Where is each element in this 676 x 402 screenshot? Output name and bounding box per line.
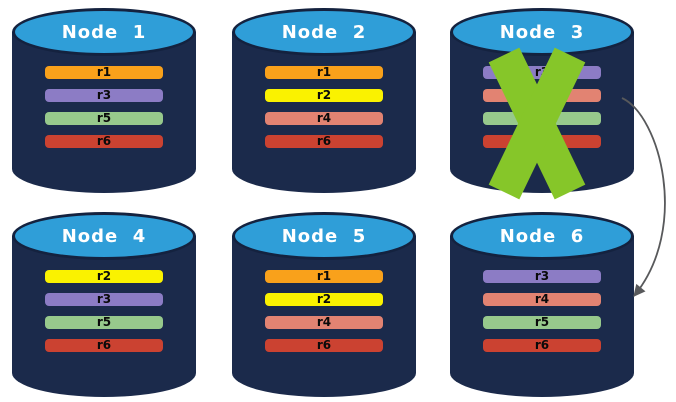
node-6: Node 6 r3 r4 r5 r6: [450, 212, 634, 397]
node-6-cylinder-top: Node 6: [450, 212, 634, 260]
replica-bar-r4: r4: [265, 112, 383, 125]
node-1-title: Node 1: [61, 22, 147, 43]
replica-bar-r6: r6: [45, 135, 163, 148]
replica-bar-r2: r2: [265, 293, 383, 306]
node-3-title: Node 3: [499, 22, 585, 43]
replica-bar-r1: r1: [265, 66, 383, 79]
node-1-replicas: r1 r3 r5 r6: [45, 66, 163, 158]
replica-bar-r3: r3: [45, 89, 163, 102]
replica-bar-r6: r6: [45, 339, 163, 352]
replica-bar-r2: r2: [45, 270, 163, 283]
replica-bar-r5: r5: [483, 316, 601, 329]
replica-bar-r2: r2: [265, 89, 383, 102]
node-2: Node 2 r1 r2 r4 r6: [232, 8, 416, 193]
node-2-title: Node 2: [281, 22, 367, 43]
node-1-cylinder-top: Node 1: [12, 8, 196, 56]
node-1: Node 1 r1 r3 r5 r6: [12, 8, 196, 193]
node-4-title: Node 4: [61, 226, 147, 247]
replica-bar-r3: r3: [483, 270, 601, 283]
node-5-cylinder-top: Node 5: [232, 212, 416, 260]
node-6-title: Node 6: [499, 226, 585, 247]
replica-bar-r5: r5: [45, 112, 163, 125]
node-5: Node 5 r1 r2 r4 r6: [232, 212, 416, 397]
failover-arrow: [621, 97, 666, 297]
failure-x-icon: [488, 47, 586, 200]
node-5-title: Node 5: [281, 226, 367, 247]
replica-bar-r6: r6: [483, 339, 601, 352]
node-6-replicas: r3 r4 r5 r6: [483, 270, 601, 362]
node-5-replicas: r1 r2 r4 r6: [265, 270, 383, 362]
node-4: Node 4 r2 r3 r5 r6: [12, 212, 196, 397]
replica-bar-r6: r6: [265, 339, 383, 352]
node-3-cylinder-top: Node 3: [450, 8, 634, 56]
replica-bar-r3: r3: [45, 293, 163, 306]
node-4-cylinder-top: Node 4: [12, 212, 196, 260]
node-4-replicas: r2 r3 r5 r6: [45, 270, 163, 362]
replica-bar-r4: r4: [265, 316, 383, 329]
replica-bar-r1: r1: [265, 270, 383, 283]
replica-bar-r1: r1: [45, 66, 163, 79]
replica-bar-r6: r6: [265, 135, 383, 148]
node-2-cylinder-top: Node 2: [232, 8, 416, 56]
replica-bar-r5: r5: [45, 316, 163, 329]
replica-bar-r4: r4: [483, 293, 601, 306]
node-2-replicas: r1 r2 r4 r6: [265, 66, 383, 158]
